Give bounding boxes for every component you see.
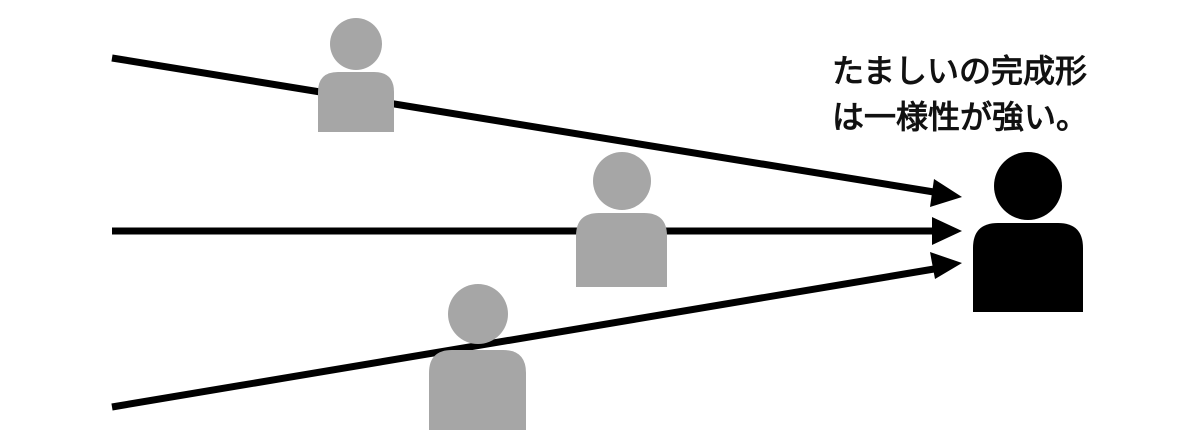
arrow-top <box>111 54 962 207</box>
arrow-top-shaft <box>111 54 941 197</box>
arrow-bottom-head-icon <box>930 252 962 279</box>
person-bottom-icon <box>429 284 526 430</box>
person-middle-icon <box>576 152 667 287</box>
arrow-middle <box>112 217 962 245</box>
person-target-icon <box>973 152 1083 312</box>
arrow-top-head-icon <box>930 179 962 207</box>
arrow-bottom-shaft <box>111 264 941 411</box>
caption: たましいの完成形 は一様性が強い。 <box>832 48 1088 140</box>
arrow-middle-head-icon <box>932 217 962 245</box>
person-top-icon <box>318 18 394 132</box>
caption-line-2: は一様性が強い。 <box>832 98 1089 136</box>
arrows <box>111 54 962 411</box>
arrow-bottom <box>111 252 962 411</box>
caption-line-1: たましいの完成形 <box>832 52 1088 90</box>
